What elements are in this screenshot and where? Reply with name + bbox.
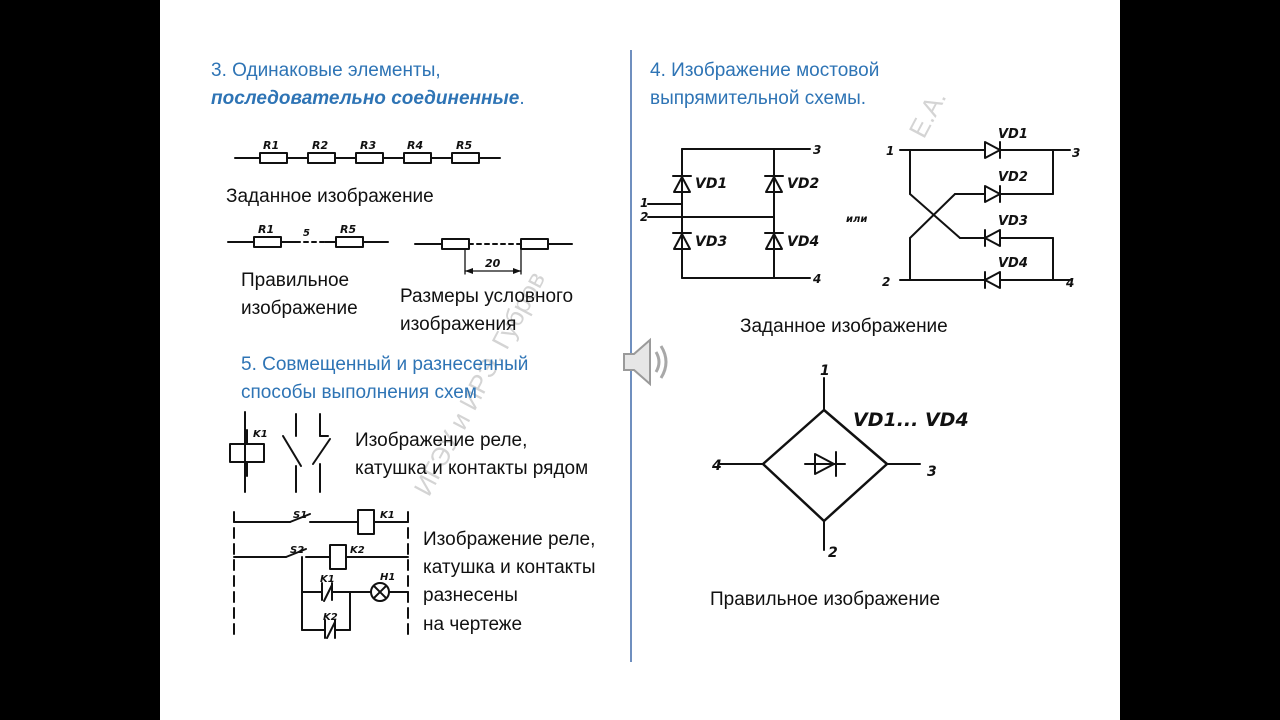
section4-title-line2: выпрямительной схемы. — [650, 88, 867, 109]
bridge-right-vd3: VD3 — [998, 214, 1028, 229]
bridge-correct-label: VD1... VD4 — [853, 409, 969, 431]
relay-combined — [229, 411, 331, 493]
section5-separated-caption-line4: на чертеже — [423, 614, 523, 635]
bridge-left-vd3: VD3 — [695, 234, 727, 250]
resistor-label-r3: R3 — [360, 139, 376, 152]
bridge-left-terminal-1: 1 — [640, 196, 648, 210]
section5-combined-caption-line2: катушка и контакты рядом — [355, 458, 589, 479]
switch-label-s2: S2 — [290, 545, 304, 556]
resistor-label-r1: R1 — [263, 139, 279, 152]
section3-correct-caption-line2: изображение — [241, 298, 358, 319]
bridge-right-vd2: VD2 — [998, 170, 1028, 185]
section4-given-caption: Заданное изображение — [740, 316, 948, 337]
switch-label-s1: S1 — [293, 510, 307, 521]
bridge-right-terminal-3: 3 — [1072, 146, 1080, 160]
correct-gap-label: 5 — [303, 228, 310, 239]
contact-label-k2: K2 — [323, 612, 338, 623]
section3-given-caption: Заданное изображение — [226, 186, 434, 207]
bridge-correct-diamond — [719, 377, 921, 551]
section5-separated-caption-line2: катушка и контакты — [423, 557, 596, 578]
bridge-given-square — [647, 148, 811, 279]
bridge-given-crossed — [899, 141, 1071, 289]
section3-title-period: . — [519, 88, 525, 109]
section3-dimension-caption-line2: изображения — [400, 314, 517, 335]
section5-separated-caption-line1: Изображение реле, — [423, 529, 596, 550]
coil-label-k2: K2 — [350, 545, 365, 556]
bridge-right-vd4: VD4 — [998, 256, 1028, 271]
series-resistor-chain — [234, 152, 501, 164]
schematics-canvas: R1 R2 R3 R4 R5 R1 5 R5 20 K1 S1 K1 S2 K2… — [227, 127, 1080, 639]
section4-correct-caption: Правильное изображение — [710, 589, 941, 610]
section5-title-line1: 5. Совмещенный и разнесенный — [241, 354, 529, 375]
bridge-right-vd1: VD1 — [998, 127, 1028, 142]
resistor-label-r4: R4 — [407, 139, 423, 152]
diamond-terminal-4: 4 — [711, 458, 722, 474]
correct-resistor-chain — [227, 236, 389, 248]
bridge-right-terminal-1: 1 — [886, 144, 894, 158]
diamond-terminal-2: 2 — [828, 545, 838, 561]
relay-separated — [233, 509, 409, 639]
speaker-icon[interactable] — [623, 337, 668, 387]
coil-label-k1: K1 — [380, 510, 395, 521]
section3-title-emphasis: последовательно соединенные — [211, 88, 520, 109]
bridge-left-terminal-3: 3 — [813, 143, 821, 157]
resistor-label-r2: R2 — [312, 139, 328, 152]
relay-combined-label: K1 — [253, 429, 268, 440]
or-label: или — [846, 214, 867, 225]
bridge-left-vd4: VD4 — [787, 234, 819, 250]
diamond-terminal-3: 3 — [927, 464, 937, 480]
bridge-left-vd2: VD2 — [787, 176, 819, 192]
diamond-terminal-1: 1 — [820, 363, 830, 379]
section3-title-line1: 3. Одинаковые элементы, — [211, 60, 441, 81]
dimension-drawing — [414, 238, 573, 275]
bridge-right-terminal-2: 2 — [882, 275, 890, 289]
slide: ИГЭУ и ИРЭ. Губров Е.А. 3. Одинаковые эл… — [160, 0, 1120, 720]
contact-label-k1: K1 — [320, 574, 335, 585]
bridge-left-vd1: VD1 — [695, 176, 727, 192]
drawing-labels: R1 R2 R3 R4 R5 R1 5 R5 20 K1 S1 K1 S2 K2… — [253, 127, 1080, 623]
section5-combined-caption-line1: Изображение реле, — [355, 430, 528, 451]
lamp-label-h1: H1 — [380, 572, 395, 583]
section4-title-line1: 4. Изображение мостовой — [650, 60, 880, 81]
section5-separated-caption-line3: разнесены — [423, 585, 518, 606]
section3-title-line2: последовательно соединенные. — [211, 88, 525, 111]
bridge-left-terminal-2: 2 — [640, 210, 648, 224]
resistor-label-r5: R5 — [456, 139, 472, 152]
section3-correct-caption-line1: Правильное — [241, 270, 350, 291]
correct-label-r1: R1 — [258, 223, 274, 236]
section5-title-line2: способы выполнения схем — [241, 382, 477, 403]
bridge-right-terminal-4: 4 — [1065, 276, 1074, 290]
dimension-value: 20 — [485, 257, 501, 270]
section3-dimension-caption-line1: Размеры условного — [400, 286, 574, 307]
correct-label-r5: R5 — [340, 223, 356, 236]
bridge-left-terminal-4: 4 — [812, 272, 821, 286]
